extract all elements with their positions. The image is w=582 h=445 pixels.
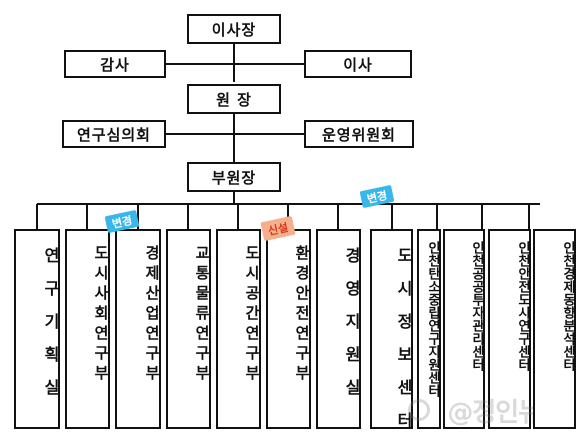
department-box: 환경안전연구부 xyxy=(266,229,311,429)
director-label: 이사 xyxy=(343,55,373,74)
watermark-icon xyxy=(408,399,430,421)
president-box: 원 장 xyxy=(187,84,281,114)
research-council-label: 연구심의회 xyxy=(76,125,151,144)
department-label: 인천경제동향분석센터 xyxy=(560,241,575,371)
department-box: 인천안전도시연구센터 xyxy=(488,229,531,429)
department-label: 인천탄소중립연구지원센터 xyxy=(425,241,440,397)
department-label: 환경안전연구부 xyxy=(293,245,311,385)
department-box: 인천공공투자관리센터 xyxy=(443,229,485,429)
director-box: 이사 xyxy=(304,50,412,78)
badge-label: 변경 xyxy=(365,188,389,206)
department-box: 인천경제동향분석센터 xyxy=(533,229,576,429)
department-label: 인천공공투자관리센터 xyxy=(469,241,484,371)
department-label: 연구기획실 xyxy=(41,247,60,412)
chairman-box: 이사장 xyxy=(187,14,281,44)
operations-committee-label: 운영위원회 xyxy=(321,125,396,144)
badge-label: 신설 xyxy=(266,220,290,238)
department-box: 도시사회연구부 xyxy=(65,229,110,429)
department-label: 경영지원실 xyxy=(342,247,361,412)
chairman-label: 이사장 xyxy=(211,20,257,39)
auditor-box: 감사 xyxy=(64,50,166,78)
department-box: 경영지원실 xyxy=(316,229,361,429)
department-label: 인천안전도시연구센터 xyxy=(515,241,530,371)
department-label: 도시공간연구부 xyxy=(243,245,261,385)
department-label: 도시정보센터 xyxy=(394,247,413,445)
department-label: 교통물류연구부 xyxy=(193,245,211,385)
research-council-box: 연구심의회 xyxy=(62,120,166,148)
department-box: 교통물류연구부 xyxy=(166,229,211,429)
department-box: 연구기획실 xyxy=(14,229,60,429)
department-box: 도시공간연구부 xyxy=(216,229,261,429)
badge-label: 변경 xyxy=(110,213,134,231)
vice-president-label: 부원장 xyxy=(211,168,257,187)
department-box: 인천탄소중립연구지원센터 xyxy=(417,229,441,429)
department-label: 도시사회연구부 xyxy=(92,245,110,385)
operations-committee-box: 운영위원회 xyxy=(304,120,414,148)
auditor-label: 감사 xyxy=(100,55,130,74)
department-label: 경제산업연구부 xyxy=(143,245,161,385)
vice-president-box: 부원장 xyxy=(187,162,281,192)
department-box: 도시정보센터 xyxy=(370,229,413,445)
president-label: 원 장 xyxy=(216,90,252,109)
department-box: 경제산업연구부 xyxy=(115,229,161,429)
